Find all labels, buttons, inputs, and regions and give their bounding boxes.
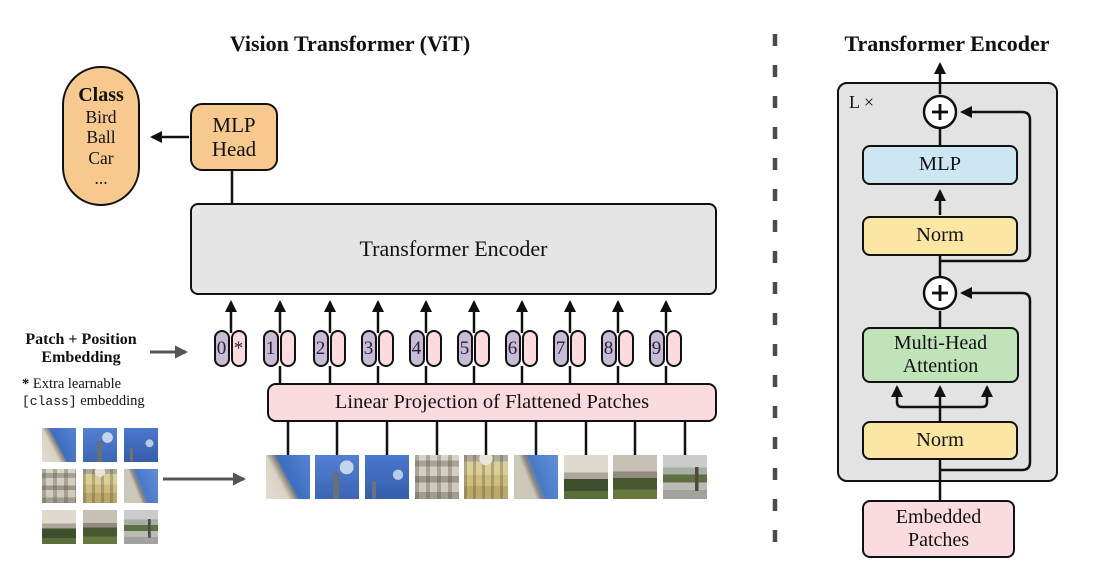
- norm-block-lower: Norm: [862, 421, 1018, 460]
- class-item-ball: Ball: [86, 127, 116, 148]
- mlp-head-line1: MLP: [212, 112, 256, 137]
- right-panel-title: Transformer Encoder: [844, 31, 1050, 56]
- patch-embedding-pill-6: [521, 330, 538, 367]
- grid-patch-facade-hedge: [83, 510, 117, 544]
- mlp-head-box: MLP Head: [190, 103, 278, 171]
- transformer-encoder-label: Transformer Encoder: [359, 236, 548, 262]
- token-9: 9: [648, 330, 682, 367]
- token-5: 5: [456, 330, 490, 367]
- grid-patch-white-facade: [42, 469, 76, 503]
- position-pill-8: 8: [600, 330, 617, 367]
- class-heading: Class: [78, 84, 124, 107]
- grid-patch-sky-with-spire: [83, 428, 117, 462]
- row-patch-sky-with-spire: [315, 455, 359, 499]
- row-patch-yellow-facade-dome: [464, 455, 508, 499]
- grid-patch-building-hedge: [42, 510, 76, 544]
- position-pill-1: 1: [262, 330, 279, 367]
- linear-projection-label: Linear Projection of Flattened Patches: [334, 390, 650, 413]
- position-pill-3: 3: [360, 330, 377, 367]
- grid-patch-facade-and-sky: [124, 469, 158, 503]
- token-4: 4: [408, 330, 442, 367]
- patch-to-projection-lines: [286, 421, 687, 456]
- patch-embedding-pill-1: [279, 330, 296, 367]
- patch-embedding-pill-4: [425, 330, 442, 367]
- token-2: 2: [312, 330, 346, 367]
- class-token-code: [class]: [22, 394, 77, 410]
- class-item-bird: Bird: [85, 107, 117, 128]
- grid-patch-blue-sky: [124, 428, 158, 462]
- mlp-head-line2: Head: [211, 137, 257, 161]
- embedded-patches-block: Embedded Patches: [862, 500, 1015, 558]
- row-patch-building-corner-sky: [266, 455, 310, 499]
- row-patch-building-hedge: [564, 455, 608, 499]
- class-item-car: Car: [88, 147, 114, 168]
- class-output-bubble: Class Bird Ball Car ...: [62, 66, 140, 206]
- token-1: 1: [262, 330, 296, 367]
- patch-embedding-pill-3: [377, 330, 394, 367]
- token-7: 7: [552, 330, 586, 367]
- position-pill-2: 2: [312, 330, 329, 367]
- mlp-block: MLP: [862, 145, 1018, 185]
- projection-to-token-lines: [278, 366, 668, 384]
- layer-count-label: L ×: [849, 92, 874, 112]
- gray-arrows: [150, 345, 246, 486]
- patch-embedding-pill-2: [329, 330, 346, 367]
- transformer-encoder-box: Transformer Encoder: [190, 203, 717, 295]
- linear-projection-box: Linear Projection of Flattened Patches: [267, 383, 717, 422]
- token-6: 6: [504, 330, 538, 367]
- left-panel-title: Vision Transformer (ViT): [229, 31, 471, 56]
- position-pill-0: 0: [213, 330, 230, 367]
- token-to-encoder-arrows: [225, 300, 672, 333]
- row-patch-courtyard-tree: [663, 455, 707, 499]
- class-token-footnote: * Extra learnable [class] embedding: [22, 376, 145, 410]
- norm-block-upper: Norm: [862, 216, 1018, 256]
- position-pill-7: 7: [552, 330, 569, 367]
- patch-embedding-pill-9: [665, 330, 682, 367]
- patch-embedding-pill-8: [617, 330, 634, 367]
- grid-patch-courtyard-tree: [124, 510, 158, 544]
- class-item-ellipsis: ...: [94, 167, 108, 188]
- token-0: 0*: [213, 330, 247, 367]
- patch-embedding-pill-0: *: [230, 330, 247, 367]
- position-pill-5: 5: [456, 330, 473, 367]
- row-patch-facade-and-sky: [514, 455, 558, 499]
- patch-position-embedding-label: Patch + Position Embedding: [25, 331, 137, 366]
- row-patch-white-facade: [415, 455, 459, 499]
- patch-embedding-pill-7: [569, 330, 586, 367]
- token-8: 8: [600, 330, 634, 367]
- position-pill-9: 9: [648, 330, 665, 367]
- position-pill-6: 6: [504, 330, 521, 367]
- position-pill-4: 4: [408, 330, 425, 367]
- patch-embedding-pill-5: [473, 330, 490, 367]
- grid-patch-building-corner-sky: [42, 428, 76, 462]
- asterisk: *: [22, 376, 30, 392]
- grid-patch-yellow-facade-dome: [83, 469, 117, 503]
- multi-head-attention-block: Multi-Head Attention: [862, 327, 1019, 383]
- token-3: 3: [360, 330, 394, 367]
- row-patch-facade-hedge: [613, 455, 657, 499]
- row-patch-blue-sky: [365, 455, 409, 499]
